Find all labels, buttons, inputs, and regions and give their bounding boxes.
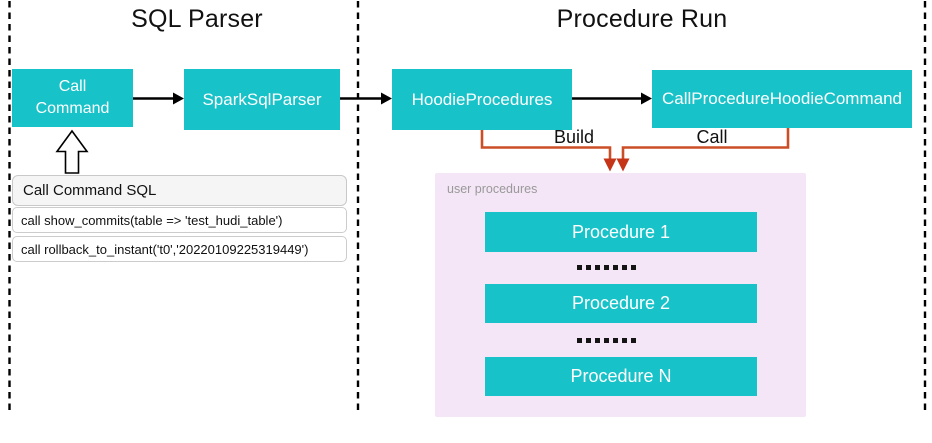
node-callprocedurehoodiecommand: CallProcedureHoodieCommand	[652, 70, 912, 128]
sql-box-header: Call Command SQL	[12, 175, 347, 206]
sql-row-show-commits: call show_commits(table => 'test_hudi_ta…	[12, 207, 347, 233]
dot	[604, 338, 609, 343]
dot	[604, 265, 609, 270]
hollow-up-arrow-icon	[55, 129, 89, 174]
user-procedures-label: user procedures	[447, 182, 538, 196]
dot	[577, 265, 582, 270]
arrow-callcommand-to-sparksqlparser	[133, 92, 184, 105]
dot	[613, 338, 618, 343]
orange-build-connector	[480, 130, 617, 172]
node-hoodieprocedures: HoodieProcedures	[392, 69, 572, 130]
dot	[595, 265, 600, 270]
procedure-n-box: Procedure N	[485, 357, 757, 396]
dot	[622, 265, 627, 270]
procedure-2-box: Procedure 2	[485, 284, 757, 323]
dot	[586, 265, 591, 270]
dot	[631, 265, 636, 270]
node-call-command: Call Command	[12, 69, 133, 127]
dot	[622, 338, 627, 343]
dot	[613, 265, 618, 270]
node-call-command-line2: Command	[35, 100, 110, 117]
procedure-1-box: Procedure 1	[485, 212, 757, 252]
node-sparksqlparser: SparkSqlParser	[184, 69, 340, 130]
section-title-sql-parser: SQL Parser	[131, 5, 263, 33]
arrow-hoodieprocedures-to-callprocedurehoodiecommand	[572, 92, 652, 105]
section-title-procedure-run: Procedure Run	[556, 5, 728, 33]
ellipsis-dots-1	[577, 265, 636, 270]
edge-label-call: Call	[696, 127, 728, 147]
ellipsis-dots-2	[577, 338, 636, 343]
sql-row-rollback-to-instant: call rollback_to_instant('t0','202201092…	[12, 236, 347, 262]
edge-label-build: Build	[553, 127, 595, 147]
dot	[595, 338, 600, 343]
dot	[577, 338, 582, 343]
dot	[586, 338, 591, 343]
user-procedures-panel: user procedures Procedure 1 Procedure 2 …	[435, 173, 806, 417]
dot	[631, 338, 636, 343]
arrow-sparksqlparser-to-hoodieprocedures	[340, 92, 392, 105]
node-call-command-line1: Call	[58, 77, 87, 95]
